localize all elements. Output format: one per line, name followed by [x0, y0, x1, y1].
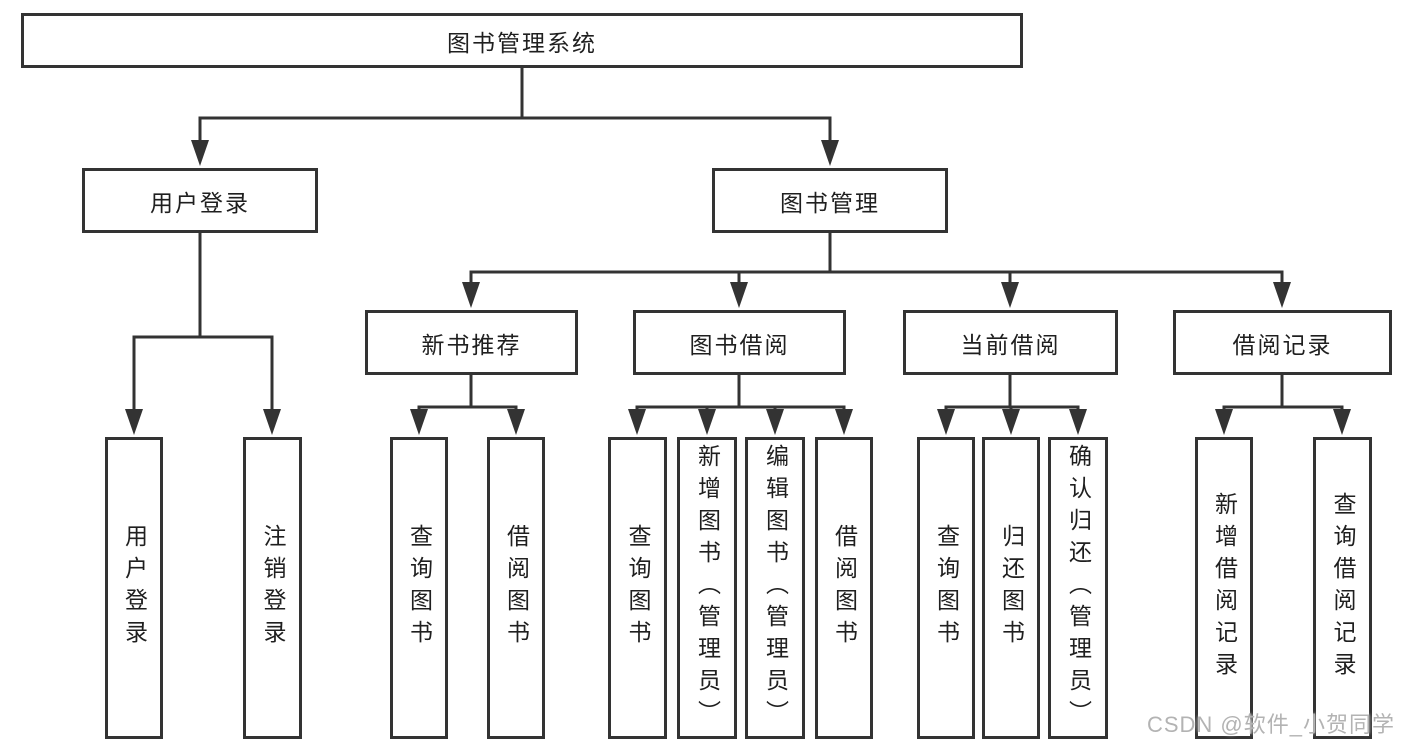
- leaf-add-book-admin: 新增图书（管理员）: [677, 437, 737, 739]
- leaf-return-book-label: 归还图书: [998, 524, 1025, 652]
- node-book-borrow-label: 图书借阅: [689, 331, 790, 358]
- leaf-query-books-1-label: 查询图书: [406, 524, 433, 652]
- leaf-user-login-label: 用户登录: [121, 524, 148, 652]
- leaf-user-login: 用户登录: [105, 437, 163, 739]
- node-book-management: 图书管理: [712, 168, 948, 233]
- node-current-borrow: 当前借阅: [903, 310, 1118, 375]
- node-book-management-label: 图书管理: [780, 189, 880, 216]
- leaf-borrow-books-1-label: 借阅图书: [503, 524, 530, 652]
- leaf-confirm-return-admin: 确认归还（管理员）: [1048, 437, 1108, 739]
- leaf-logout: 注销登录: [243, 437, 302, 739]
- node-new-book-recommend-label: 新书推荐: [421, 331, 522, 358]
- leaf-confirm-return-admin-label: 确认归还（管理员）: [1065, 444, 1092, 732]
- leaf-query-books-3-label: 查询图书: [933, 524, 960, 652]
- node-borrow-records-label: 借阅记录: [1232, 331, 1333, 358]
- leaf-query-borrow-record: 查询借阅记录: [1313, 437, 1372, 739]
- leaf-query-books-1: 查询图书: [390, 437, 448, 739]
- leaf-query-books-2-label: 查询图书: [625, 524, 651, 652]
- node-root: 图书管理系统: [21, 13, 1023, 68]
- leaf-borrow-books-1: 借阅图书: [487, 437, 545, 739]
- leaf-edit-book-admin-label: 编辑图书（管理员）: [762, 444, 789, 732]
- node-borrow-records: 借阅记录: [1173, 310, 1392, 375]
- leaf-add-book-admin-label: 新增图书（管理员）: [694, 444, 721, 732]
- leaf-query-books-3: 查询图书: [917, 437, 975, 739]
- leaf-borrow-books-2-label: 借阅图书: [831, 524, 858, 652]
- leaf-query-borrow-record-label: 查询借阅记录: [1330, 492, 1356, 684]
- arrowheads: [125, 140, 1351, 435]
- leaf-add-borrow-record-label: 新增借阅记录: [1211, 492, 1238, 684]
- csdn-watermark: CSDN @软件_小贺同学: [1146, 712, 1395, 737]
- leaf-return-book: 归还图书: [982, 437, 1040, 739]
- node-book-borrow: 图书借阅: [633, 310, 846, 375]
- node-root-label: 图书管理系统: [447, 29, 597, 56]
- node-user-login-label: 用户登录: [150, 189, 250, 216]
- node-current-borrow-label: 当前借阅: [960, 331, 1061, 358]
- leaf-edit-book-admin: 编辑图书（管理员）: [745, 437, 805, 739]
- node-new-book-recommend: 新书推荐: [365, 310, 578, 375]
- leaf-query-books-2: 查询图书: [608, 437, 667, 739]
- node-user-login: 用户登录: [82, 168, 318, 233]
- leaf-borrow-books-2: 借阅图书: [815, 437, 873, 739]
- leaf-logout-label: 注销登录: [260, 524, 286, 652]
- leaf-add-borrow-record: 新增借阅记录: [1195, 437, 1253, 739]
